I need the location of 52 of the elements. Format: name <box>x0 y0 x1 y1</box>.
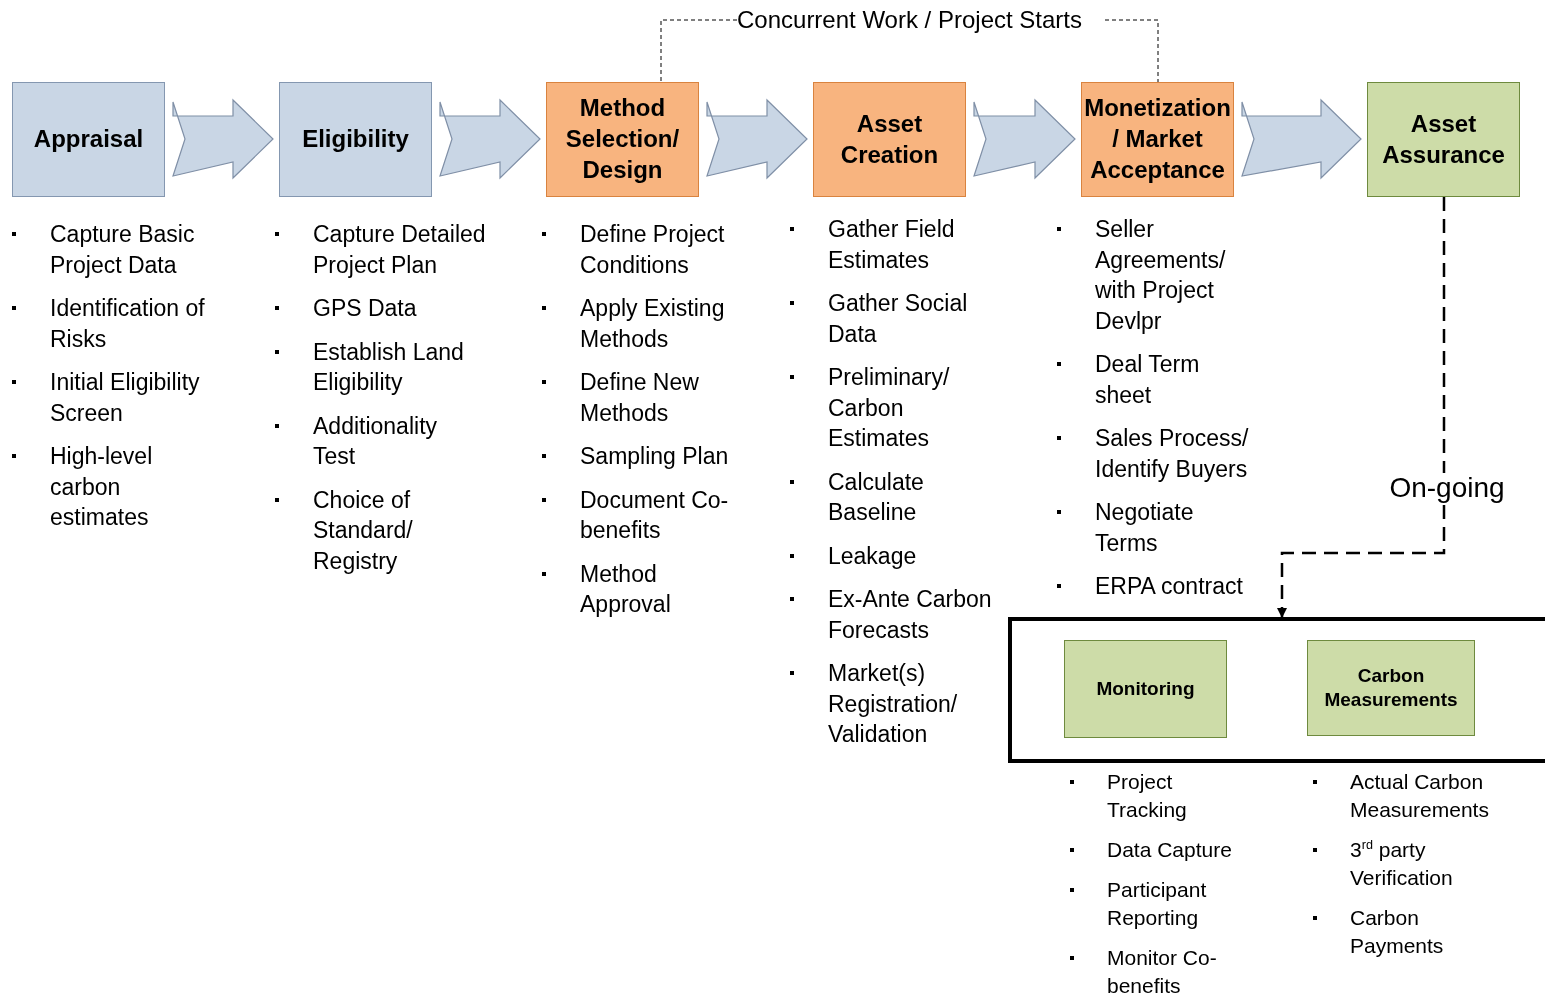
bullet-item: Identification of Risks <box>12 293 230 354</box>
chevron-arrow <box>439 98 541 180</box>
bullet-item: High-level carbon estimates <box>12 441 200 533</box>
dashed-connector <box>660 19 738 83</box>
bullet-item: Project Tracking <box>1070 768 1257 824</box>
stage-box: Appraisal <box>12 82 165 197</box>
bullet-item: Ex-Ante Carbon Forecasts <box>790 584 1013 645</box>
bullet-item: Carbon Payments <box>1313 904 1510 960</box>
stage-box: Method Selection/ Design <box>546 82 699 197</box>
bullet-item: Define New Methods <box>542 367 760 428</box>
bullet-item: Market(s) Registration/ Validation <box>790 658 1013 750</box>
chevron-arrow <box>1241 98 1362 180</box>
edge-label: On-going <box>1389 473 1505 503</box>
bullet-item: Monitor Co-benefits <box>1070 944 1257 998</box>
bullet-item: Capture Basic Project Data <box>12 219 230 280</box>
bullet-item: Calculate Baseline <box>790 466 1013 528</box>
bullet-item: Preliminary/ Carbon Estimates <box>790 362 968 454</box>
stage-box: Eligibility <box>279 82 432 197</box>
bullet-item: Actual Carbon Measurements <box>1313 768 1510 824</box>
bullet-item: Establish Land Eligibility <box>275 336 503 398</box>
chevron-arrow <box>706 98 808 180</box>
bullet-item: Participant Reporting <box>1070 876 1257 932</box>
stage-box: Asset Creation <box>813 82 966 197</box>
bullet-item: Additionality Test <box>275 410 463 472</box>
stage-box: Monetization / Market Acceptance <box>1081 82 1234 197</box>
bullet-item: Sales Process/ Identify Buyers <box>1057 423 1269 484</box>
bullet-item: 3$^{rd}$ party Verification <box>1313 836 1510 892</box>
bullet-item: Apply Existing Methods <box>542 293 760 354</box>
bullet-item: GPS Data <box>275 293 503 324</box>
bullet-item: Document Co-benefits <box>542 484 760 546</box>
bullet-item: Sampling Plan <box>542 441 760 472</box>
bullet-item: Define Project Conditions <box>542 219 760 280</box>
bullet-item: Data Capture <box>1070 836 1257 864</box>
bullet-item: Gather Social Data <box>790 288 1013 349</box>
bullet-item: ERPA contract <box>1057 571 1269 602</box>
bullet-item: Gather Field Estimates <box>790 214 1013 275</box>
chevron-arrow <box>172 98 274 180</box>
bullet-item: Negotiate Terms <box>1057 497 1215 558</box>
bullet-item: Seller Agreements/ with Project Devlpr <box>1057 214 1269 336</box>
stage-box: Monitoring <box>1064 640 1227 738</box>
bullet-item: Capture Detailed Project Plan <box>275 219 489 280</box>
bullet-item: Initial Eligibility Screen <box>12 367 230 428</box>
bullet-item: Method Approval <box>542 558 720 620</box>
chevron-arrow <box>973 98 1076 180</box>
bullet-item: Deal Term sheet <box>1057 349 1215 410</box>
stage-box: Carbon Measurements <box>1307 640 1475 736</box>
bullet-item: Choice of Standard/ Registry <box>275 484 503 576</box>
dashed-arrow <box>1277 197 1446 618</box>
bullet-item: Leakage <box>790 540 1013 571</box>
dashed-connector <box>1104 19 1159 83</box>
group-frame <box>1008 617 1545 763</box>
stage-box: Asset Assurance <box>1367 82 1520 197</box>
